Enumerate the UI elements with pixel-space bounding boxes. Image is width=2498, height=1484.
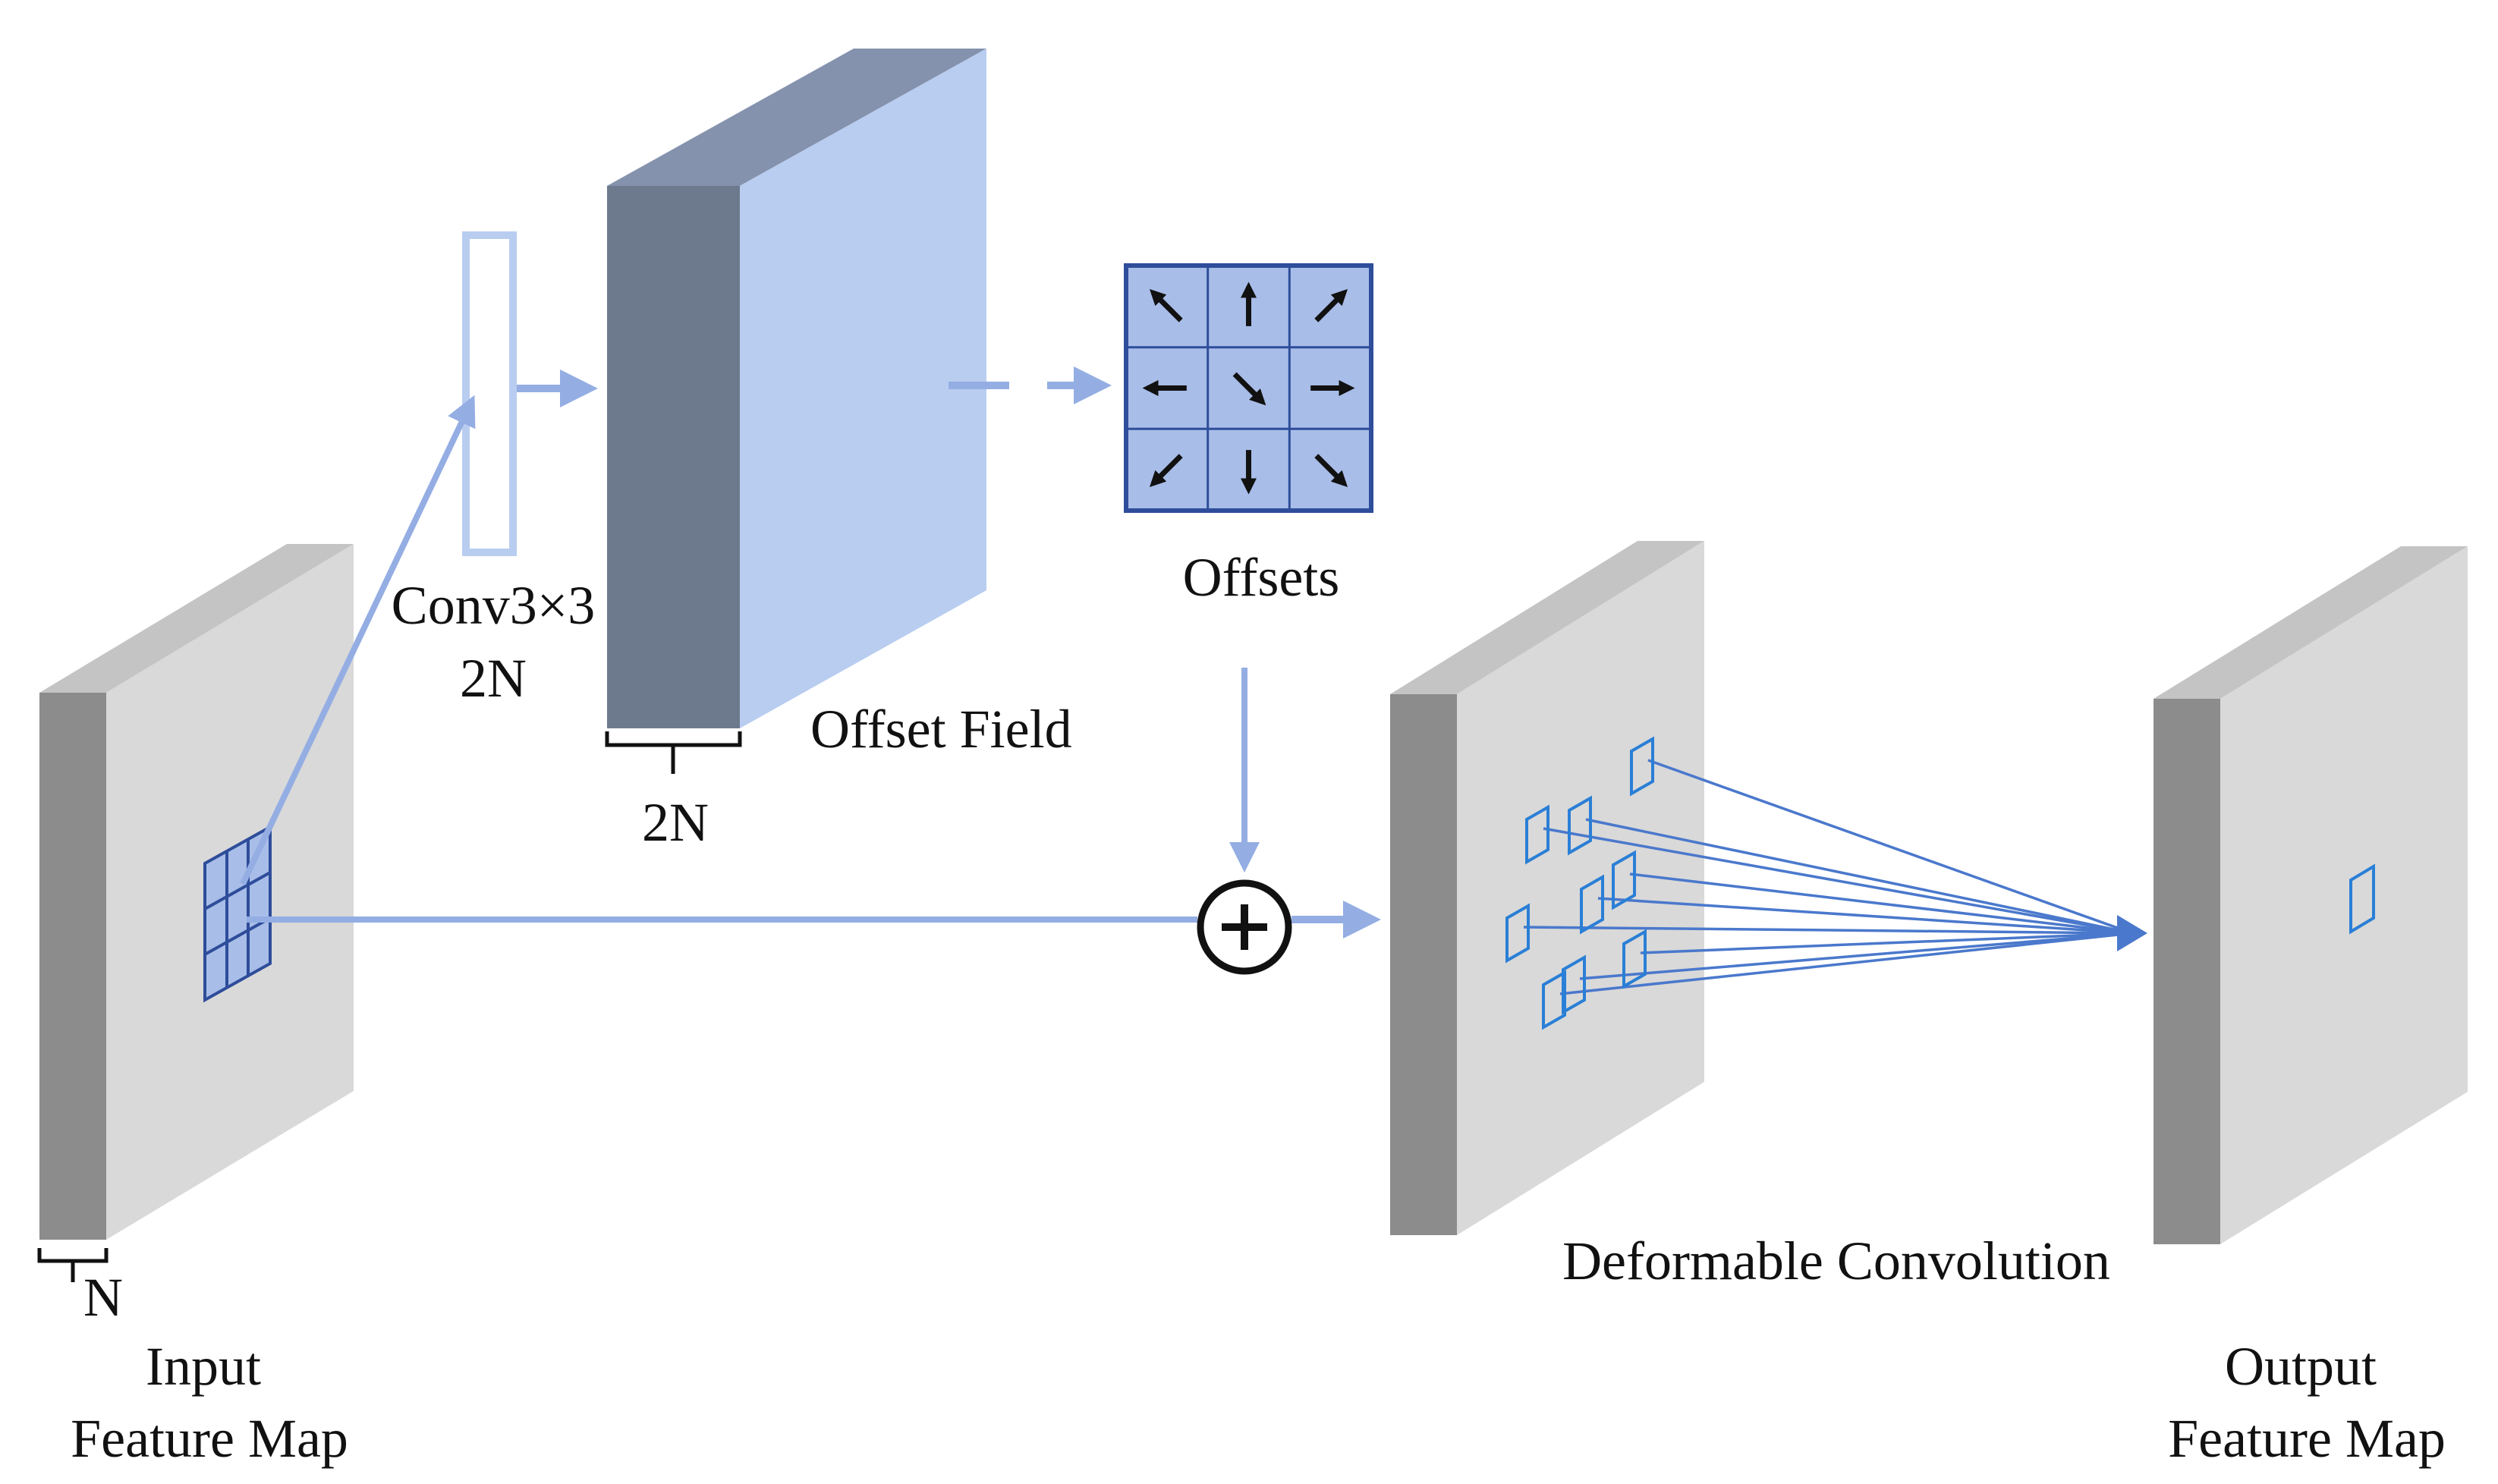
output-feature-map xyxy=(2154,546,2468,1244)
offset-arrow-down-right xyxy=(1232,372,1266,406)
sampling-line xyxy=(1543,827,2133,935)
deformed-sample-point xyxy=(1580,874,1604,935)
output-title-line2: Feature Map xyxy=(2168,1408,2446,1469)
sampling-line xyxy=(1585,818,2133,935)
offset-depth-label: 2N xyxy=(642,792,709,853)
deformed-sample-point xyxy=(1630,736,1654,797)
output-title-line1: Output xyxy=(2224,1336,2377,1397)
input-depth-bracket xyxy=(37,1248,109,1282)
sampling-line xyxy=(1647,759,2133,935)
arrow-grid-to-conv xyxy=(240,395,476,885)
offsets-label: Offsets xyxy=(1182,547,1340,608)
offset-field-label: Offset Field xyxy=(810,699,1072,759)
input-sampling-grid xyxy=(203,824,272,1003)
sampling-line xyxy=(1523,926,2133,935)
offset-arrow-down-left xyxy=(1149,454,1183,488)
output-pixel xyxy=(2349,863,2375,935)
conv-label: Conv3×3 xyxy=(391,575,596,636)
deformed-sample-point xyxy=(1568,795,1592,856)
offset-depth-bracket xyxy=(605,731,742,774)
offset-arrow-up-right xyxy=(1314,288,1348,322)
sampling-line xyxy=(1579,932,2133,980)
deformed-sample-point xyxy=(1622,929,1647,989)
offset-arrow-down-right xyxy=(1314,454,1348,488)
arrow-to-output xyxy=(2117,915,2147,951)
offset-arrow-up-left xyxy=(1149,288,1183,322)
sum-node xyxy=(1197,879,1292,975)
offsets-grid xyxy=(1124,263,1373,513)
deformed-sample-point xyxy=(1505,903,1530,964)
offset-field-block xyxy=(607,49,986,728)
sampling-lines xyxy=(1523,759,2133,995)
conv-kernel xyxy=(462,231,517,556)
input-title-line2: Feature Map xyxy=(71,1408,348,1469)
sampling-line xyxy=(1597,897,2133,935)
deformed-sample-points xyxy=(1505,736,1654,1030)
sampling-line xyxy=(1559,932,2133,995)
sampling-line xyxy=(1640,932,2133,954)
deformed-sample-point xyxy=(1525,804,1549,865)
deformed-sample-point xyxy=(1612,850,1636,910)
input-title-line1: Input xyxy=(146,1336,261,1397)
deformable-convolution-label: Deformable Convolution xyxy=(1562,1231,2110,1291)
deformed-sample-point xyxy=(1542,970,1566,1030)
sampling-line xyxy=(1629,872,2133,935)
input-depth-label: N xyxy=(83,1267,123,1328)
input-feature-map xyxy=(39,544,354,1240)
conv-channels-label: 2N xyxy=(460,648,527,709)
deformable-feature-map xyxy=(1390,541,1704,1235)
